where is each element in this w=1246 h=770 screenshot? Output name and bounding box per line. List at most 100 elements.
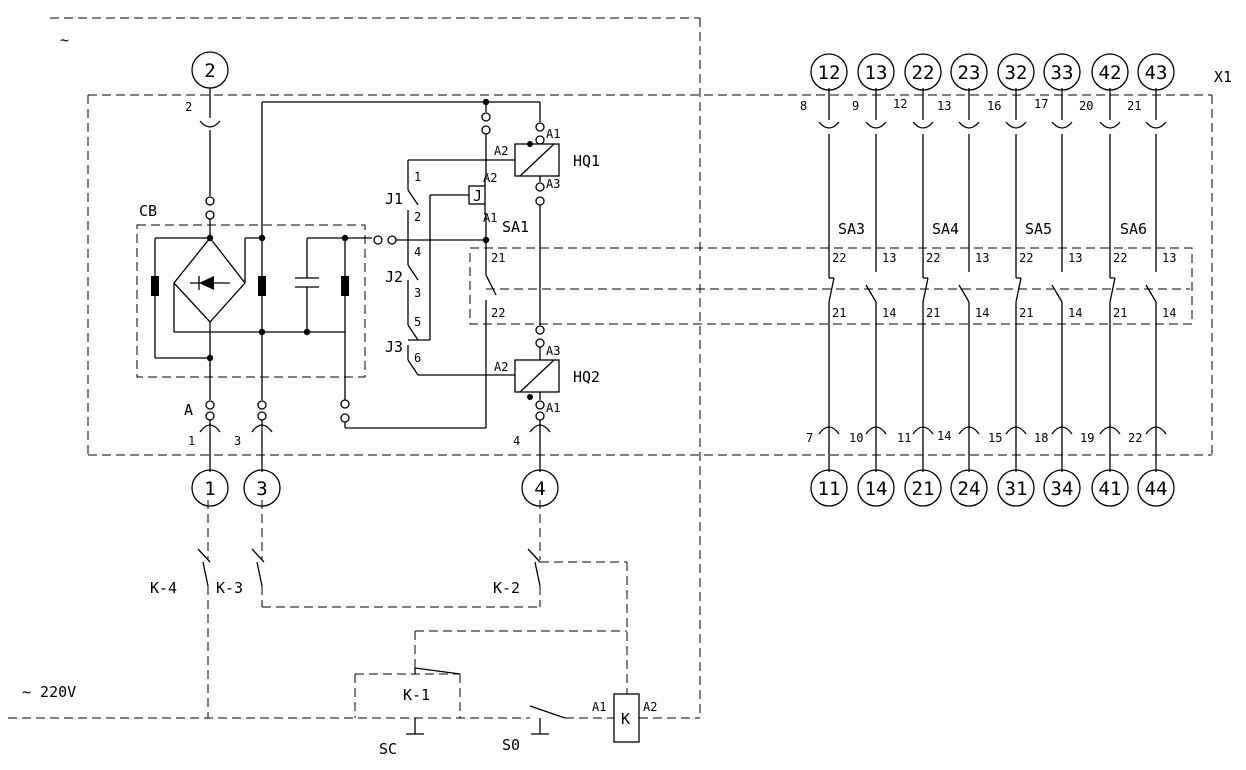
x1-bottom-terminal: 24	[958, 478, 981, 500]
right-pin-numbers: 8 9 12 13 16 17 20 21 7 10 11 14 15 18 1…	[800, 97, 1142, 445]
j-relay-label: J	[473, 187, 482, 205]
right-top-terminal-circles: 12 13 22 23 32 33 42 43	[810, 53, 1175, 91]
pin-4-label: 4	[513, 434, 520, 448]
sa1-label: SA1	[502, 218, 529, 236]
x1-bottom-terminal: 41	[1099, 478, 1122, 500]
pin-3-label: 3	[234, 434, 241, 448]
sc-label: SC	[379, 740, 397, 758]
terminal-2: 2	[204, 60, 215, 82]
x1-top-terminal: 32	[1005, 62, 1028, 84]
contact-label: 14	[1068, 306, 1082, 320]
x1-top-terminal: 22	[912, 62, 935, 84]
j-pin: 2	[414, 210, 421, 224]
contact-label: 13	[882, 251, 896, 265]
contact-label: 14	[975, 306, 989, 320]
j3-label: J3	[385, 338, 403, 356]
hq2-coil	[514, 359, 560, 393]
sa-mechanical-link-box	[469, 247, 1193, 325]
hq1-a1: A1	[546, 127, 560, 141]
cb-label: CB	[139, 202, 157, 220]
sa5-label: SA5	[1025, 220, 1052, 238]
j1-label: J1	[385, 190, 403, 208]
pin-label: 9	[852, 99, 859, 113]
dashed-boundaries	[8, 17, 1213, 719]
sa3-label: SA3	[838, 220, 865, 238]
contact-label: 13	[1162, 251, 1176, 265]
hq1-a2: A2	[494, 144, 508, 158]
pin-label: 8	[800, 99, 807, 113]
x1-bottom-terminal: 11	[818, 478, 841, 500]
k1-label: K-1	[403, 686, 430, 704]
contact-label: 13	[975, 251, 989, 265]
control-labels: K-4 K-3 K-2 K-1 SC S0 K A1 A2 ~ 220V	[22, 579, 657, 758]
pin-label: 13	[937, 99, 951, 113]
left-labels: ~ X1 CB 2 A 1 3 4 J1 J2 J3 J 1 2 4 3 5 6…	[60, 31, 1232, 448]
cb-box	[136, 224, 366, 378]
pin-label: 16	[987, 99, 1001, 113]
right-connector-wiring	[818, 88, 1167, 472]
switch-labels: SA3 SA4 SA5 SA6 22 13 22 13 22 13 22 13 …	[832, 220, 1176, 320]
contact-label: 22	[926, 251, 940, 265]
pin-label: 19	[1080, 431, 1094, 445]
j-pin: 4	[414, 245, 421, 259]
x1-top-terminal: 12	[818, 62, 841, 84]
k2-label: K-2	[493, 579, 520, 597]
x1-top-terminal: 23	[958, 62, 981, 84]
supply-220v-label: ~ 220V	[22, 683, 76, 701]
sa4-label: SA4	[932, 220, 959, 238]
s0-label: S0	[502, 736, 520, 754]
contact-label: 22	[832, 251, 846, 265]
x1-top-terminal: 33	[1051, 62, 1074, 84]
x1-bottom-terminal: 14	[865, 478, 888, 500]
pin-label: 18	[1034, 431, 1048, 445]
j-a1: A1	[483, 211, 497, 225]
x1-bottom-terminal: 34	[1051, 478, 1074, 500]
hq2-a2: A2	[494, 360, 508, 374]
ac-symbol-top: ~	[60, 31, 69, 49]
terminal-3: 3	[256, 478, 267, 500]
right-bottom-terminal-circles: 11 14 21 24 31 34 41 44	[810, 469, 1175, 507]
hq2-a1: A1	[546, 401, 560, 415]
pin-label: 11	[897, 431, 911, 445]
hq1-label: HQ1	[573, 152, 600, 170]
x1-top-terminal: 13	[865, 62, 888, 84]
x1-bottom-terminal: 31	[1005, 478, 1028, 500]
contact-label: 21	[926, 306, 940, 320]
k-coil	[613, 693, 640, 743]
hq1-a3: A3	[546, 177, 560, 191]
x1-top-terminal: 43	[1145, 62, 1168, 84]
contact-label: 13	[1068, 251, 1082, 265]
control-circuit	[197, 548, 640, 743]
contact-label: 14	[1162, 306, 1176, 320]
pin-label: 12	[893, 97, 907, 111]
contact-label: 21	[832, 306, 846, 320]
j-pin: 1	[414, 170, 421, 184]
k-a1: A1	[592, 700, 606, 714]
pin-label: 7	[806, 431, 813, 445]
pin-label: 10	[849, 431, 863, 445]
k3-label: K-3	[216, 579, 243, 597]
contact-label: 21	[1113, 306, 1127, 320]
pin-2-label: 2	[185, 100, 192, 114]
k4-label: K-4	[150, 579, 177, 597]
left-terminal-circles: 2 1 3 4	[191, 51, 559, 507]
pin-label: 17	[1034, 97, 1048, 111]
j-a2: A2	[483, 171, 497, 185]
left-unit-wiring	[151, 88, 560, 472]
sa1-contact-21: 21	[491, 251, 505, 265]
x1-label: X1	[1214, 68, 1232, 86]
pin-label: 20	[1079, 99, 1093, 113]
pin-1-label: 1	[188, 434, 195, 448]
pin-label: 15	[988, 431, 1002, 445]
pin-label: 14	[937, 429, 951, 443]
hq2-label: HQ2	[573, 368, 600, 386]
pin-label: 21	[1127, 99, 1141, 113]
sa1-contact-22: 22	[491, 306, 505, 320]
j2-label: J2	[385, 268, 403, 286]
contact-label: 22	[1019, 251, 1033, 265]
x1-top-terminal: 42	[1099, 62, 1122, 84]
hq2-a3: A3	[546, 344, 560, 358]
contact-label: 22	[1113, 251, 1127, 265]
terminal-1: 1	[204, 478, 215, 500]
